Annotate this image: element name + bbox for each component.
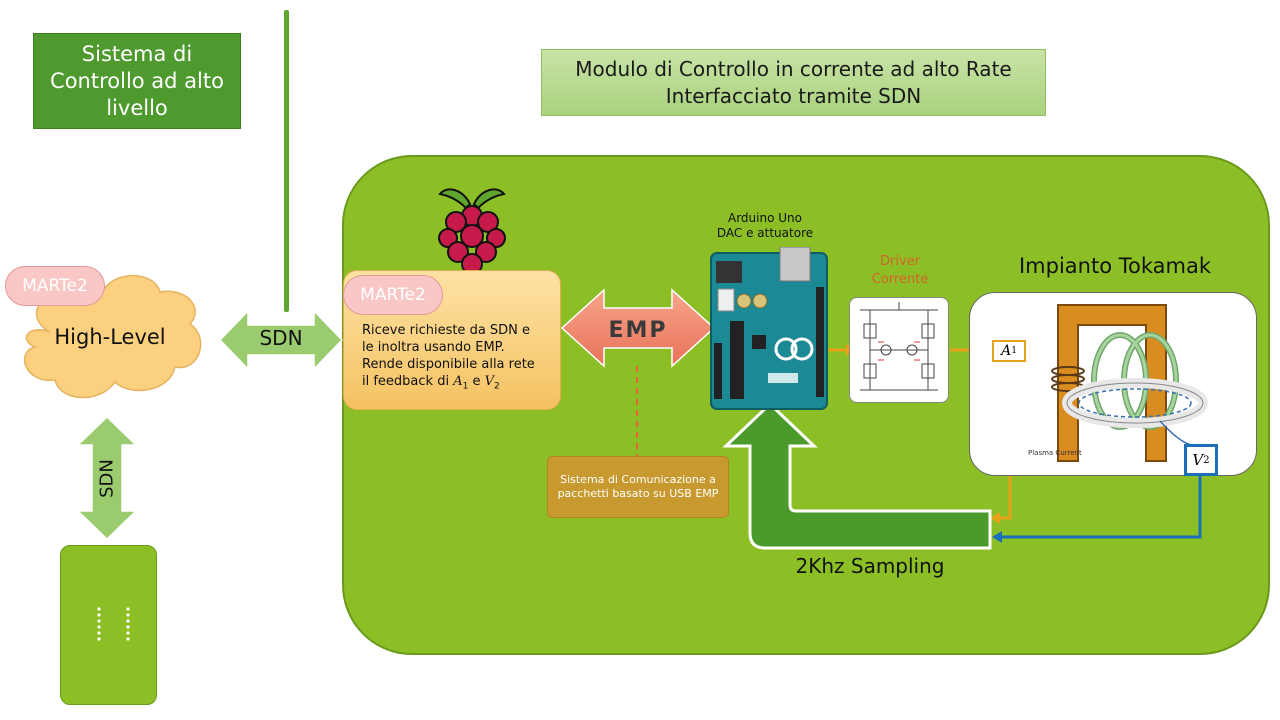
driver-label-line1: Driver (879, 254, 920, 269)
sdn-vertical-arrow (76, 415, 138, 541)
cloud-marte2-badge: MARTe2 (5, 266, 105, 306)
a1-sub: 1 (1011, 346, 1017, 356)
v2-sub: 2 (1203, 454, 1210, 466)
a1-letter: A (1001, 343, 1012, 359)
sdn-bus-line (284, 10, 289, 312)
rpi-text-line2: le inoltra usando EMP. (362, 340, 505, 355)
sdn-horizontal-label: SDN (259, 326, 303, 350)
driver-label: Driver Corrente (850, 253, 950, 289)
plasma-current-label: Plasma Current (1028, 449, 1082, 457)
tokamak-title: Impianto Tokamak (1018, 254, 1211, 278)
rpi-marte2-badge: MARTe2 (343, 275, 443, 315)
driver-circuit-schematic-icon (860, 302, 938, 391)
sdn-horizontal-arrow (218, 309, 344, 371)
rpi-text-line1: Riceve richieste da SDN e (362, 323, 531, 338)
sdn-vertical-label: SDN (96, 459, 118, 498)
rpi-text-line3: Rende disponibile alla rete (362, 357, 535, 372)
cloud-high-level-label: High-Level (54, 325, 166, 349)
rpi-text-line4: il feedback di A1 e V2 (362, 373, 552, 396)
arduino-label-line2: DAC e attuatore (716, 226, 814, 240)
var-v: V (484, 374, 495, 389)
emp-description-box: Sistema di Comunicazione a pacchetti bas… (547, 456, 729, 518)
v2-letter: V (1192, 451, 1204, 469)
module-title-line2: Interfacciato tramite SDN (665, 83, 922, 108)
current-driver-box (849, 297, 949, 403)
tokamak-diagram-icon: Plasma Current (1028, 304, 1208, 462)
rpi-text-conj: e (472, 374, 481, 389)
var-a-sub: 1 (462, 381, 469, 392)
driver-label-line2: Corrente (871, 272, 929, 287)
arduino-label-line1: Arduino Uno (728, 211, 802, 225)
rpi-text-prefix: il feedback di (362, 374, 450, 389)
var-v-sub: 2 (494, 381, 500, 392)
high-level-system-title: Sistema di Controllo ad alto livello (33, 33, 241, 129)
ellipsis-dots-icon (97, 607, 130, 641)
sdn-device-box (60, 545, 157, 705)
arduino-label: Arduino Uno DAC e attuatore (700, 211, 830, 241)
module-title: Modulo di Controllo in corrente ad alto … (541, 49, 1046, 116)
rpi-description: Riceve richieste da SDN e le inoltra usa… (362, 322, 552, 396)
raspberry-pi-logo-icon (438, 188, 506, 275)
var-a: A (453, 374, 463, 389)
sampling-label: 2Khz Sampling (795, 554, 945, 578)
arduino-uno-board-icon (710, 247, 828, 410)
emp-label: EMP (608, 318, 668, 343)
module-title-line1: Modulo di Controllo in corrente ad alto … (575, 56, 1012, 81)
